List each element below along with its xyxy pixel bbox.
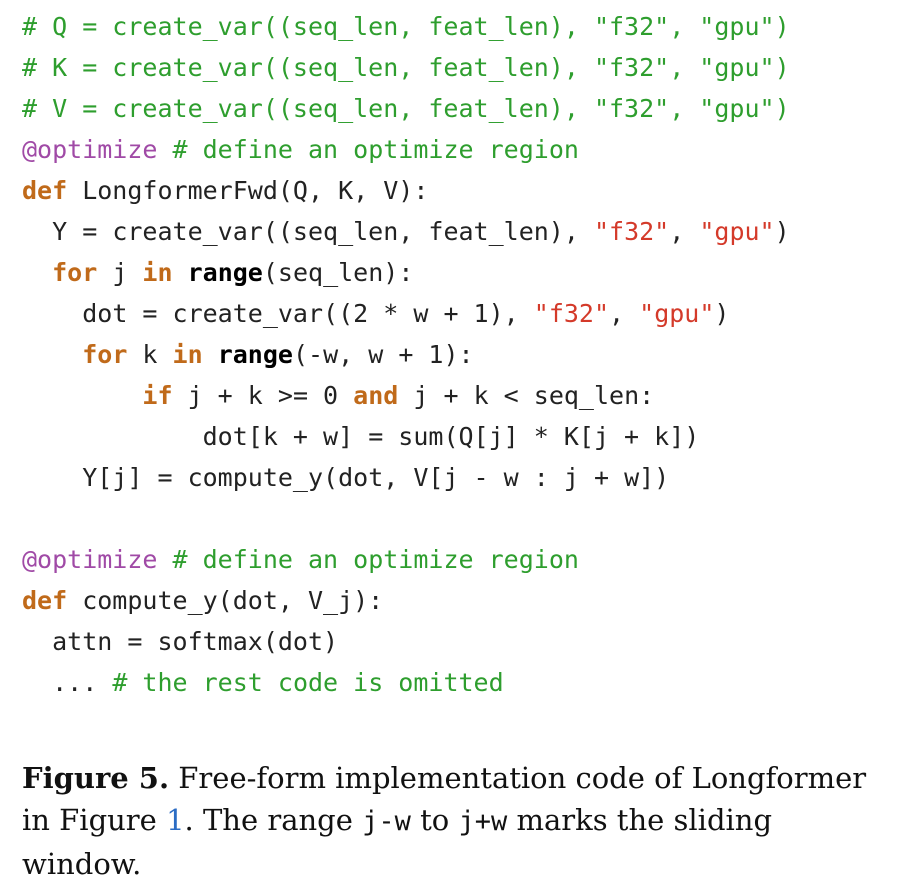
caption-code-start: j-w bbox=[362, 806, 411, 837]
code-indent bbox=[22, 217, 52, 246]
caption-text-1: Free-form implementation code of Longfor… bbox=[22, 761, 867, 837]
code-token-kw: and bbox=[353, 381, 399, 410]
code-token-kw: if bbox=[142, 381, 173, 410]
code-listing: # Q = create_var((seq_len, feat_len), "f… bbox=[22, 6, 790, 703]
code-line: # Q = create_var((seq_len, feat_len), "f… bbox=[22, 6, 790, 47]
code-token-plain: j + k < seq_len: bbox=[398, 381, 655, 410]
code-token-builtin: range bbox=[217, 340, 293, 369]
code-indent bbox=[22, 258, 52, 287]
code-line: dot[k + w] = sum(Q[j] * K[j + k]) bbox=[22, 416, 790, 457]
code-token-plain: , bbox=[669, 217, 700, 246]
code-indent bbox=[22, 340, 82, 369]
code-line: # K = create_var((seq_len, feat_len), "f… bbox=[22, 47, 790, 88]
code-line: for j in range(seq_len): bbox=[22, 252, 790, 293]
code-token-comment: # Q = create_var((seq_len, feat_len), "f… bbox=[22, 12, 790, 41]
caption-text-2: . The range bbox=[184, 803, 363, 837]
code-token-plain: (-w, w + 1): bbox=[292, 340, 474, 369]
code-token-plain: ... bbox=[52, 668, 113, 697]
code-token-plain: j bbox=[97, 258, 143, 287]
code-token-kw: for bbox=[82, 340, 128, 369]
code-token-plain bbox=[157, 135, 172, 164]
code-token-plain: (seq_len): bbox=[262, 258, 414, 287]
code-token-plain: Y[j] = compute_y(dot, V[j - w : j + w]) bbox=[82, 463, 670, 492]
code-token-kw: for bbox=[52, 258, 98, 287]
code-token-plain bbox=[173, 258, 188, 287]
code-token-comment: # define an optimize region bbox=[172, 545, 579, 574]
code-token-comment: # V = create_var((seq_len, feat_len), "f… bbox=[22, 94, 790, 123]
code-line bbox=[22, 498, 790, 539]
code-indent bbox=[22, 463, 82, 492]
code-token-plain: LongformerFwd(Q, K, V): bbox=[67, 176, 429, 205]
code-token-plain: compute_y(dot, V_j): bbox=[67, 586, 384, 615]
code-line: @optimize # define an optimize region bbox=[22, 539, 790, 580]
code-line: Y = create_var((seq_len, feat_len), "f32… bbox=[22, 211, 790, 252]
code-token-comment: # define an optimize region bbox=[172, 135, 579, 164]
code-token-str: "gpu" bbox=[699, 217, 775, 246]
figure-label: Figure 5. bbox=[22, 761, 170, 795]
caption-code-end: j+w bbox=[458, 806, 508, 837]
code-line: ... # the rest code is omitted bbox=[22, 662, 790, 703]
code-token-str: "f32" bbox=[533, 299, 610, 328]
code-token-builtin: range bbox=[187, 258, 263, 287]
code-token-plain: , bbox=[609, 299, 640, 328]
figure-reference-link[interactable]: 1 bbox=[166, 803, 185, 837]
figure-caption: Figure 5. Free-form implementation code … bbox=[22, 757, 882, 885]
code-token-plain: dot[k + w] = sum(Q[j] * K[j + k]) bbox=[202, 422, 700, 451]
code-indent bbox=[22, 299, 82, 328]
code-token-comment: # K = create_var((seq_len, feat_len), "f… bbox=[22, 53, 790, 82]
code-token-str: "f32" bbox=[593, 217, 670, 246]
code-token-plain: k bbox=[127, 340, 173, 369]
code-line: @optimize # define an optimize region bbox=[22, 129, 790, 170]
code-line: # V = create_var((seq_len, feat_len), "f… bbox=[22, 88, 790, 129]
code-line: attn = softmax(dot) bbox=[22, 621, 790, 662]
code-indent bbox=[22, 627, 52, 656]
code-line: for k in range(-w, w + 1): bbox=[22, 334, 790, 375]
code-line: if j + k >= 0 and j + k < seq_len: bbox=[22, 375, 790, 416]
code-token-plain: attn = softmax(dot) bbox=[52, 627, 339, 656]
code-token-plain: ) bbox=[774, 217, 790, 246]
code-token-deco: @optimize bbox=[22, 135, 158, 164]
code-token-kw: def bbox=[22, 586, 68, 615]
code-indent bbox=[22, 668, 52, 697]
code-indent bbox=[22, 381, 142, 410]
code-token-plain: Y = create_var((seq_len, feat_len), bbox=[52, 217, 594, 246]
code-token-deco: @optimize bbox=[22, 545, 158, 574]
code-line: def compute_y(dot, V_j): bbox=[22, 580, 790, 621]
code-token-kw: in bbox=[142, 258, 173, 287]
code-token-plain bbox=[203, 340, 218, 369]
code-token-plain bbox=[157, 545, 172, 574]
code-token-kw: in bbox=[172, 340, 203, 369]
code-line: dot = create_var((2 * w + 1), "f32", "gp… bbox=[22, 293, 790, 334]
code-token-comment: # the rest code is omitted bbox=[112, 668, 504, 697]
code-token-str: "gpu" bbox=[639, 299, 715, 328]
code-indent bbox=[22, 422, 203, 451]
code-token-plain: dot = create_var((2 * w + 1), bbox=[82, 299, 534, 328]
code-token-kw: def bbox=[22, 176, 68, 205]
caption-text-3: to bbox=[410, 803, 459, 837]
code-token-plain: j + k >= 0 bbox=[172, 381, 354, 410]
code-line: def LongformerFwd(Q, K, V): bbox=[22, 170, 790, 211]
code-line: Y[j] = compute_y(dot, V[j - w : j + w]) bbox=[22, 457, 790, 498]
code-token-plain: ) bbox=[714, 299, 730, 328]
